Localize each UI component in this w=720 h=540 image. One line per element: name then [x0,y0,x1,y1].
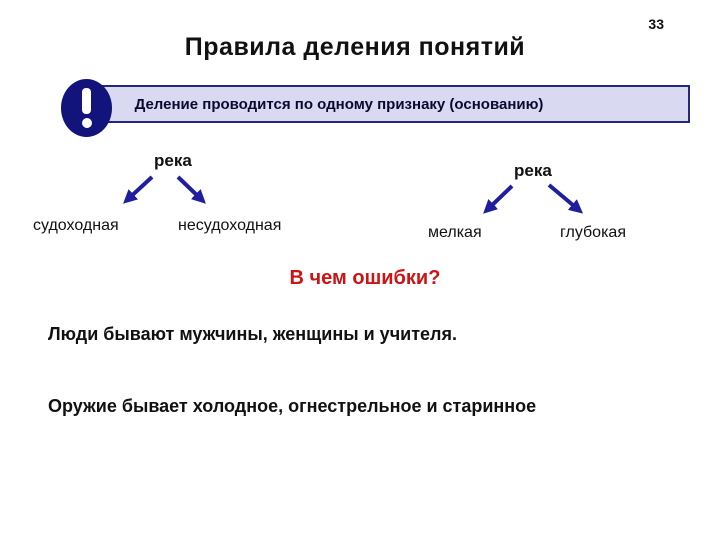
page-number: 33 [648,16,664,32]
tree2-root: река [514,161,552,180]
tree2-arrow-left-icon [483,184,514,214]
slide-title: Правила деления понятий [184,33,526,61]
exclamation-icon [61,79,112,137]
tree1-child-right: несудоходная [178,217,282,234]
exclamation-dot [81,118,92,128]
rule-banner: Деление проводится по одному признаку (о… [78,85,690,123]
tree-arrows [123,175,584,214]
tree2-arrow-right-icon [547,183,584,214]
question-heading: В чем ошибки? [289,267,441,289]
tree1-root: река [154,151,192,170]
tree1-child-left: судоходная [33,217,119,234]
tree1-arrow-right-icon [176,175,206,204]
example-sentence-2: Оружие бывает холодное, огнестрельное и … [48,396,537,416]
exclamation-bar [82,88,91,114]
example-sentence-1: Люди бывают мужчины, женщины и учителя. [48,324,457,344]
rule-banner-text: Деление проводится по одному признаку (о… [134,95,544,113]
tree1-arrow-left-icon [123,175,154,204]
tree2-child-right: глубокая [560,224,626,241]
tree2-child-left: мелкая [428,224,482,241]
